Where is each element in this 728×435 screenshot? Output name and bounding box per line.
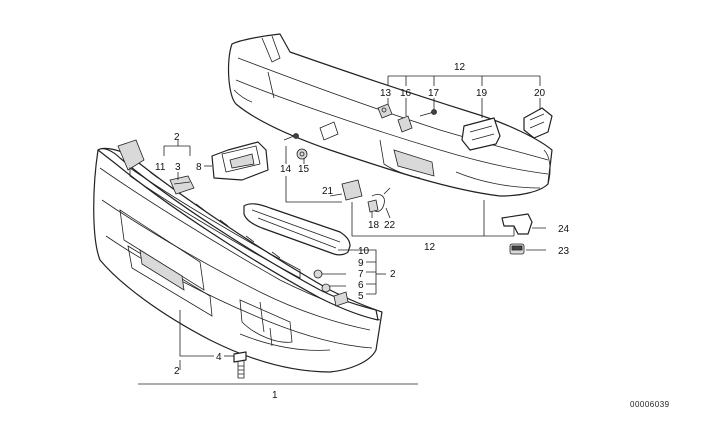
callout-19: 19 [476,88,488,99]
bracket-20-part [523,107,553,139]
bracket-19-part [461,117,501,151]
callout-5: 5 [358,291,364,302]
callout-8: 8 [196,162,202,173]
callout-17: 17 [428,88,440,99]
clip-16-part [397,115,413,133]
callout-4: 4 [216,352,222,363]
block-21-part [341,179,363,201]
fastener-6-part [321,283,331,293]
callout-3: 3 [175,162,181,173]
callout-18: 18 [368,220,380,231]
callout-23: 23 [558,246,570,257]
callout-labels: 12 13 16 17 19 20 2 11 3 8 14 15 21 18 2… [155,62,570,401]
callout-20: 20 [534,88,546,99]
leader-lines [138,75,546,385]
rubber-23-part [509,243,525,255]
callout-10: 10 [358,246,370,257]
callout-24: 24 [558,224,570,235]
callout-2-right: 2 [390,269,396,280]
air-duct-part [211,141,269,181]
callout-9: 9 [358,258,364,269]
nut-15-part [296,148,308,160]
callout-11: 11 [155,162,166,173]
clip-22-part [371,187,391,212]
callout-22: 22 [384,220,396,231]
grille-insert-part [243,203,351,256]
callout-2-bottom: 2 [174,366,180,377]
callout-7: 7 [358,269,364,280]
bolt-4-part [233,351,247,379]
callout-16: 16 [400,88,412,99]
clip-18-part [367,199,379,213]
callout-6: 6 [358,280,364,291]
callout-15: 15 [298,164,310,175]
bracket-3-part [169,175,195,195]
reference-code: 00006039 [630,400,670,409]
front-bumper-part [93,139,383,373]
callout-14: 14 [280,164,292,175]
callout-12-bottom: 12 [424,242,436,253]
callout-13: 13 [380,88,392,99]
callout-2-top: 2 [174,132,180,143]
callout-12-top: 12 [454,62,466,73]
clip-5-part [333,291,349,307]
fastener-7-part [313,269,323,279]
clip-13-part [377,103,393,119]
mount-24-part [501,213,533,235]
callout-21: 21 [322,186,334,197]
screw-14-part [283,133,299,141]
callout-1: 1 [272,390,278,401]
